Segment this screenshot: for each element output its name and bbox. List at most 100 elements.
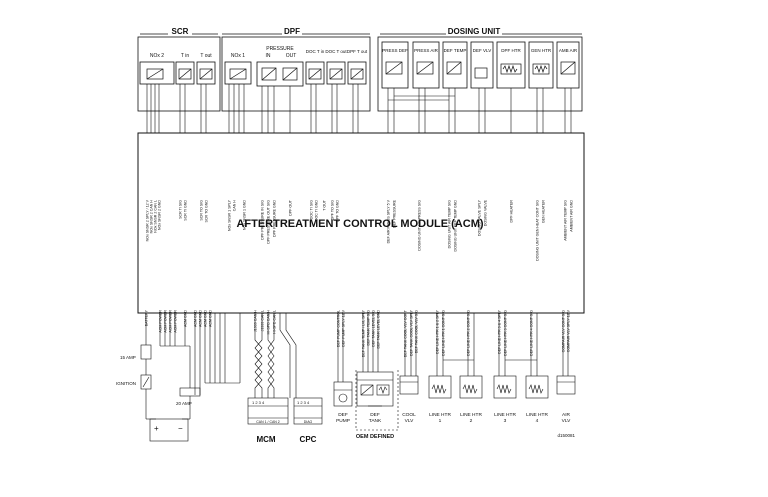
acm-top-signal: DEF PRESSURE (393, 199, 397, 228)
group-scr (137, 33, 221, 112)
doc-tout-sensor (326, 61, 346, 85)
acm-top-signal: DOC TI GND (315, 200, 319, 222)
dosing-unit-box (377, 36, 583, 112)
acm-top-signal: AMBIENT AIR GND (570, 200, 574, 232)
acm-top-signal: NOx SNSR 1 GND (243, 200, 247, 231)
nox1-sensor (224, 61, 252, 85)
acm-top-signal: NOx SNSR 2 CAN H (150, 200, 154, 234)
acm-bottom-signal: ACM GND (194, 310, 198, 327)
pressure-out-label: OUT (286, 53, 297, 59)
acm-module (137, 132, 585, 314)
pressure-sensor (256, 61, 304, 87)
acm-bottom-signal: ACM GND (209, 310, 213, 327)
scr-tin-label: T in (181, 53, 189, 59)
svg-text:−: − (178, 424, 183, 433)
acm-top-signal: DPF TO SIG (331, 200, 335, 220)
oem-defined-label: OEM DEFINED (356, 434, 394, 440)
press-air-box (412, 41, 440, 89)
acm-title: AFTERTREATMENT CONTROL MODULE (ACM) (236, 218, 483, 230)
acm-bottom-signal: DEF LINE HTR 1 & 2 SPLY (436, 309, 440, 353)
acm-bottom-signal: DEF PUMP SPLY 12 V (342, 309, 346, 346)
acm-top-signal: DPF PRESSURE IN SIG (261, 200, 265, 240)
nox2-sensor (139, 61, 175, 85)
mcm-pins: 1 2 3 4 (252, 400, 265, 405)
acm-top-signal: NOx SNSR 1 SPLY (228, 199, 232, 231)
acm-top-signal: DOSING UNIT DEF TEMP GND (454, 200, 458, 252)
acm-bottom-signal: DEF LINE HTR 1 CONT SIG (442, 310, 446, 356)
acm-top-signal: DPF PRESSURE OUT SIG (267, 200, 271, 244)
pressure-in-label: IN (266, 53, 271, 59)
acm-bottom-signal: DEF LINE HTR 3 & 4 SPLY (498, 309, 502, 353)
doc-tout-label: DOC T out (325, 49, 347, 54)
acm-bottom-signal: DEF TANK LEVEL SIG (372, 310, 376, 347)
svg-text:+: + (154, 424, 159, 433)
press-def-label: PRESS DEF (382, 48, 408, 53)
press-air-label: PRESS AIR (414, 48, 439, 53)
acm-bottom-signal: J1939 CAN L (261, 310, 265, 331)
pressure-label: PRESSURE (266, 46, 294, 52)
acm-top-signal: DPF PRESSURE GND (273, 200, 277, 237)
group-label-scr: SCR (172, 27, 189, 36)
acm-top-signal: DPF HEATER (510, 200, 514, 223)
group-label-dpf: DPF (284, 27, 300, 36)
acm-bottom-signal: DEF PUMP CONTROL (337, 310, 341, 347)
acm-top-signal: SCR TO GND (205, 200, 209, 223)
acm-top-signal: CAN H (233, 200, 237, 212)
acm-bottom-signal: HI-SPD CAN L (273, 310, 277, 334)
doc-tin-sensor (305, 61, 325, 85)
acm-top-signal: DEF AIR PRESS SPLY 5 V (387, 199, 391, 243)
acm-bottom-signal: DEF LINE HTR 2 CONT SIG (467, 310, 471, 356)
acm-top-signal: DPF TO GND (336, 200, 340, 222)
acm-bottom-signal: DEF TANK TEMP / LVL SPLY (362, 309, 366, 357)
amb-air-box (556, 41, 580, 89)
def-vlv-label: DEF VLV (473, 48, 491, 53)
acm-top-signal: SCR TI GND (184, 200, 188, 221)
acm-top-signal: AMBIENT AIR TEMP SIG (564, 200, 568, 241)
acm-bottom-signal: ACM POWER (159, 310, 163, 333)
def-vlv-box (470, 41, 494, 89)
dpf-htr-label: DPF HTR (501, 48, 521, 53)
acm-bottom-signal: ACM POWER (174, 310, 178, 333)
acm-top-signal: DOSING UNIT AIR TEMP SIG (448, 200, 452, 249)
acm-top-signal: NOx SNSR 2 SPLY / 12 V (146, 199, 150, 241)
def-temp-label: DEF TEMP (444, 48, 467, 53)
press-def-box (381, 41, 409, 89)
fuse-20amp-label: 20 AMP (176, 401, 192, 406)
acm-top-signal: SCR TO SIG (200, 200, 204, 221)
acm-bottom-signal: DEF TANK COOL VLV SIG (415, 310, 419, 353)
acm-top-signal: SCR TI SIG (179, 200, 183, 219)
acm-bottom-signal: J1939 CAN H (254, 310, 258, 332)
acm-top-signal: NOx SNSR 2 CAN L (154, 200, 158, 233)
cpc-label: CPC (300, 435, 317, 444)
acm-bottom-signal: DEF LINE HTR 4 CONT SIG (530, 310, 534, 356)
acm-bottom-signal: ACM POWER (169, 310, 173, 333)
scr-tout-label: T out (200, 53, 212, 59)
cpc-pins: 1 2 3 4 (297, 400, 310, 405)
group-label-dosing: DOSING UNIT (448, 27, 501, 36)
group-dpf (221, 33, 371, 112)
acm-bottom-signal: ACM GND (184, 310, 188, 327)
acm-top-signal: DPF OUT (289, 199, 293, 216)
dpf-tout-sensor (347, 61, 367, 85)
acm-top-signal: GEN HEATER (542, 200, 546, 224)
acm-top-signal: DOC TI SIG (310, 200, 314, 220)
dpf-tout-label: DPF T out (347, 49, 368, 54)
gen-htr-label: GEN HTR (531, 48, 552, 53)
nox1-label: NOx 1 (231, 53, 245, 59)
cpc-connector-label: DIAG (304, 420, 313, 424)
acm-bottom-signal: DEF LINE HTR 3 CONT SIG (504, 310, 508, 356)
acm-bottom-signal: ACM GND (204, 310, 208, 327)
gen-htr-box (528, 41, 554, 89)
acm-bottom-signal: COMPAIR VLV SPLY 12 V (567, 309, 571, 352)
acm-bottom-signal: DEF TANK TEMP SIG (367, 310, 371, 346)
acm-bottom-signal: ACM POWER (164, 310, 168, 333)
acm-top-signal: DOSING VALVE SPLY (478, 199, 482, 236)
acm-bottom-signal: COMPAIR VLV CONT SIG (562, 310, 566, 353)
fuse-15amp-label: 15 AMP (120, 355, 136, 360)
